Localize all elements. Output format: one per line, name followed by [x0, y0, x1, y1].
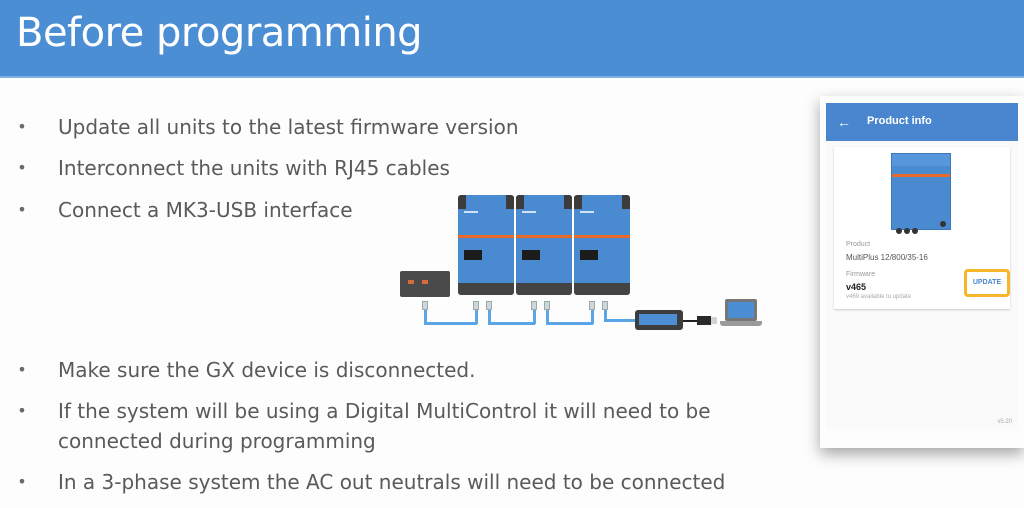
- bullet-text: In a 3-phase system the AC out neutrals …: [58, 470, 726, 494]
- rj45-plug-icon: [589, 301, 595, 310]
- rj45-cable: [604, 319, 636, 322]
- digital-multicontrol-panel: [400, 271, 450, 297]
- rj45-cable: [475, 310, 478, 324]
- bullet-text: Interconnect the units with RJ45 cables: [58, 156, 450, 180]
- mk3-usb-interface: [635, 310, 683, 330]
- display-icon: [580, 250, 598, 260]
- bullet-dot: •: [17, 472, 27, 491]
- usb-plug-icon: [697, 316, 711, 325]
- rj45-cable: [424, 322, 477, 325]
- inverter-unit-3: [574, 195, 630, 295]
- slide-title: Before programming: [16, 10, 423, 56]
- rj45-plug-icon: [422, 301, 428, 310]
- display-icon: [464, 250, 482, 260]
- product-card: Product MultiPlus 12/800/35-16 Firmware …: [834, 147, 1010, 309]
- firmware-value: v465: [846, 282, 867, 292]
- bullet-dot: •: [17, 200, 27, 219]
- slide-title-bar: Before programming: [0, 0, 1024, 78]
- rj45-cable: [546, 310, 549, 324]
- rj45-cable: [591, 310, 594, 324]
- firmware-label: Firmware: [846, 271, 876, 278]
- rj45-plug-icon: [473, 301, 479, 310]
- rj45-plug-icon: [486, 301, 492, 310]
- logo-icon: [464, 211, 478, 213]
- product-label: Product: [846, 241, 871, 248]
- firmware-update-note: v469 available to update: [846, 294, 912, 300]
- bullet-dot: •: [17, 158, 27, 177]
- rj45-cable: [424, 310, 427, 324]
- bullet-text: Connect a MK3-USB interface: [58, 198, 353, 222]
- bullet-text: If the system will be using a Digital Mu…: [58, 399, 711, 423]
- rj45-cable: [488, 310, 491, 324]
- bullet-dot: •: [17, 360, 27, 379]
- app-version: v5.20: [997, 419, 1012, 425]
- app-header-title: Product info: [867, 115, 932, 127]
- display-icon: [522, 250, 540, 260]
- inverter-unit-2: [516, 195, 572, 295]
- app-header: ← Product info: [826, 103, 1018, 141]
- rj45-cable: [546, 322, 593, 325]
- inverter-unit-1: [458, 195, 514, 295]
- usb-cable: [683, 320, 697, 322]
- bullet-text: connected during programming: [58, 429, 376, 453]
- product-image: [891, 153, 951, 234]
- back-arrow-icon[interactable]: ←: [837, 114, 851, 130]
- bullet-dot: •: [17, 401, 27, 420]
- indicator-icon: [408, 280, 414, 284]
- rj45-plug-icon: [602, 301, 608, 310]
- laptop-icon: [725, 299, 757, 321]
- bullet-text: Update all units to the latest firmware …: [58, 115, 519, 139]
- rj45-cable: [533, 310, 536, 324]
- product-info-screen: ← Product info Product MultiPlus 12/800/…: [826, 103, 1018, 429]
- bullet-dot: •: [17, 117, 27, 136]
- update-button[interactable]: UPDATE: [964, 269, 1010, 297]
- wiring-diagram: [395, 195, 775, 340]
- indicator-icon: [422, 280, 428, 284]
- rj45-cable: [604, 310, 607, 322]
- rj45-cable: [488, 322, 535, 325]
- rj45-plug-icon: [531, 301, 537, 310]
- logo-icon: [580, 211, 594, 213]
- logo-icon: [522, 211, 536, 213]
- rj45-plug-icon: [544, 301, 550, 310]
- product-value: MultiPlus 12/800/35-16: [846, 253, 928, 262]
- bullet-text: Make sure the GX device is disconnected.: [58, 358, 476, 382]
